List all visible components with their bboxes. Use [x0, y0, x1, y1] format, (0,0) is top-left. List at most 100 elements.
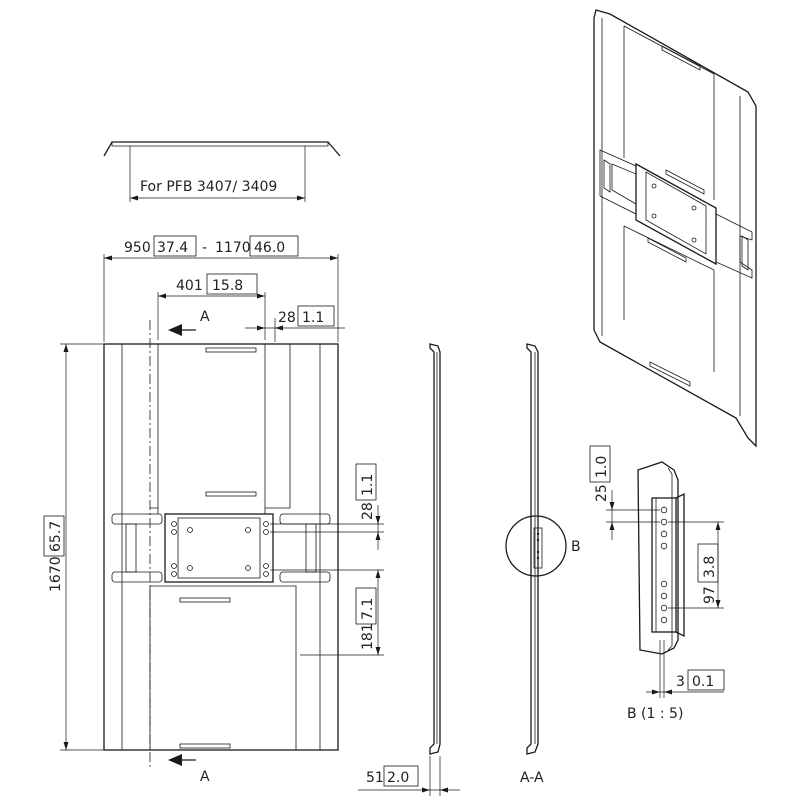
upper-slot-bottom	[205, 491, 257, 497]
depth-in-box	[383, 765, 419, 787]
detail-hole-1	[660, 506, 668, 514]
iso-lower-panel	[623, 225, 715, 372]
top-plate-outline	[103, 141, 341, 157]
iso-upper-slot-bottom	[665, 169, 705, 195]
bracket-left-bottom	[111, 571, 163, 583]
top-plate-inner	[111, 142, 329, 147]
iso-bracket-right-post	[741, 235, 749, 271]
adapter-plate	[164, 513, 274, 583]
detail-thick-arrow-2	[664, 689, 672, 695]
iso-hole-1	[651, 183, 657, 189]
callout-hole-4	[536, 556, 540, 560]
iso-adapter-plate	[635, 162, 717, 266]
slot-mm: 28	[278, 310, 296, 326]
inner-arrow-right	[257, 293, 265, 299]
lower-panel	[149, 585, 297, 750]
section-arrow-bottom-head	[168, 754, 182, 766]
isometric-view	[593, 9, 757, 448]
depth-arrow-left	[422, 787, 430, 793]
detail-callout-label: B	[571, 539, 581, 555]
detail-callout-bracket	[533, 527, 543, 569]
lower-arrow-top	[375, 570, 381, 578]
slot-in: 1.1	[302, 310, 324, 326]
side-profile	[429, 343, 441, 755]
top-dim-arrow-left	[130, 195, 138, 201]
lower-in: 7.1	[360, 598, 376, 620]
detail-hole-3	[660, 530, 668, 538]
detail-spacing-mm: 97	[702, 586, 718, 604]
section-label: A-A	[520, 770, 544, 786]
iso-outline	[593, 9, 757, 448]
detail-bracket	[651, 497, 677, 633]
detail-thick-mm: 3	[676, 674, 685, 690]
front-plate-outline	[103, 343, 339, 751]
detail-hole-5	[660, 580, 668, 588]
detail-top-arrow-1	[609, 502, 615, 510]
height-mm: 1670	[48, 556, 64, 592]
width-in-box	[153, 235, 197, 257]
front-view	[103, 320, 339, 770]
depth-mm: 51	[366, 770, 384, 786]
bracket-right-post	[305, 523, 317, 573]
bracket-right-bottom	[279, 571, 331, 583]
width-mm: 950	[124, 240, 151, 256]
detail-thick-in-box	[687, 669, 725, 691]
depth-in: 2.0	[387, 770, 409, 786]
iso-lower-slot-bottom	[649, 361, 691, 387]
iso-hole-2	[691, 205, 697, 211]
width-arrow-right	[330, 255, 338, 261]
detail-top-arrow-2	[609, 522, 615, 530]
detail-hole-2	[660, 518, 668, 526]
lower-arrow-bottom	[375, 647, 381, 655]
detail-hole-8	[660, 616, 668, 624]
inner-in: 15.8	[212, 278, 243, 294]
front-dimensions: 950 37.4 - 1170 46.0 401 15.8 28 1.1 A A	[43, 235, 384, 785]
detail-top-in-box	[589, 445, 611, 483]
detail-bracket-hook	[675, 492, 685, 638]
height-arrow-bottom	[63, 742, 69, 750]
slot-in-box	[297, 305, 335, 327]
adapter-hole-1	[171, 521, 177, 527]
hole-gap-in-box	[355, 463, 377, 501]
iso-hole-4	[691, 237, 697, 243]
detail-thick-in: 0.1	[692, 674, 714, 690]
detail-top-mm: 25	[594, 484, 610, 502]
detail-thick-arrow-1	[652, 689, 660, 695]
iso-lower-slot-top	[647, 237, 687, 263]
section-view: B A-A	[505, 343, 581, 786]
section-label-top: A	[200, 309, 210, 325]
section-profile	[526, 343, 539, 755]
detail-spacing-arrow-2	[715, 600, 721, 608]
width-in: 37.4	[157, 240, 188, 256]
adapter-hole-11	[187, 565, 193, 571]
bracket-left-top	[111, 513, 163, 525]
detail-hole-6	[660, 592, 668, 600]
side-view: 51 2.0	[358, 343, 460, 796]
hole-gap-arrow-bottom	[375, 532, 381, 540]
detail-plate-face	[667, 467, 673, 651]
upper-panel	[150, 343, 291, 514]
adapter-hole-10	[245, 527, 251, 533]
adapter-hole-6	[263, 529, 269, 535]
hole-gap-arrow-top	[375, 516, 381, 524]
adapter-hole-3	[171, 563, 177, 569]
lower-mm: 181	[360, 623, 376, 650]
callout-hole-1	[536, 532, 540, 536]
lower-slot-top	[179, 597, 231, 603]
depth-arrow-right	[440, 787, 448, 793]
iso-bracket-left	[599, 149, 637, 215]
top-view: For PFB 3407/ 3409	[103, 141, 341, 202]
adapter-hole-12	[245, 565, 251, 571]
bracket-left-post	[125, 523, 137, 573]
width-sep: -	[202, 240, 207, 256]
section-arrow-top-head	[168, 324, 182, 336]
width-max-mm: 1170	[215, 240, 251, 256]
adapter-inner	[177, 517, 261, 579]
detail-top-in: 1.0	[594, 456, 610, 478]
top-dim-arrow-right	[297, 195, 305, 201]
hole-gap-in: 1.1	[360, 474, 376, 496]
height-in-box	[43, 515, 65, 557]
adapter-hole-7	[263, 563, 269, 569]
slot-arrow-left	[257, 325, 265, 331]
